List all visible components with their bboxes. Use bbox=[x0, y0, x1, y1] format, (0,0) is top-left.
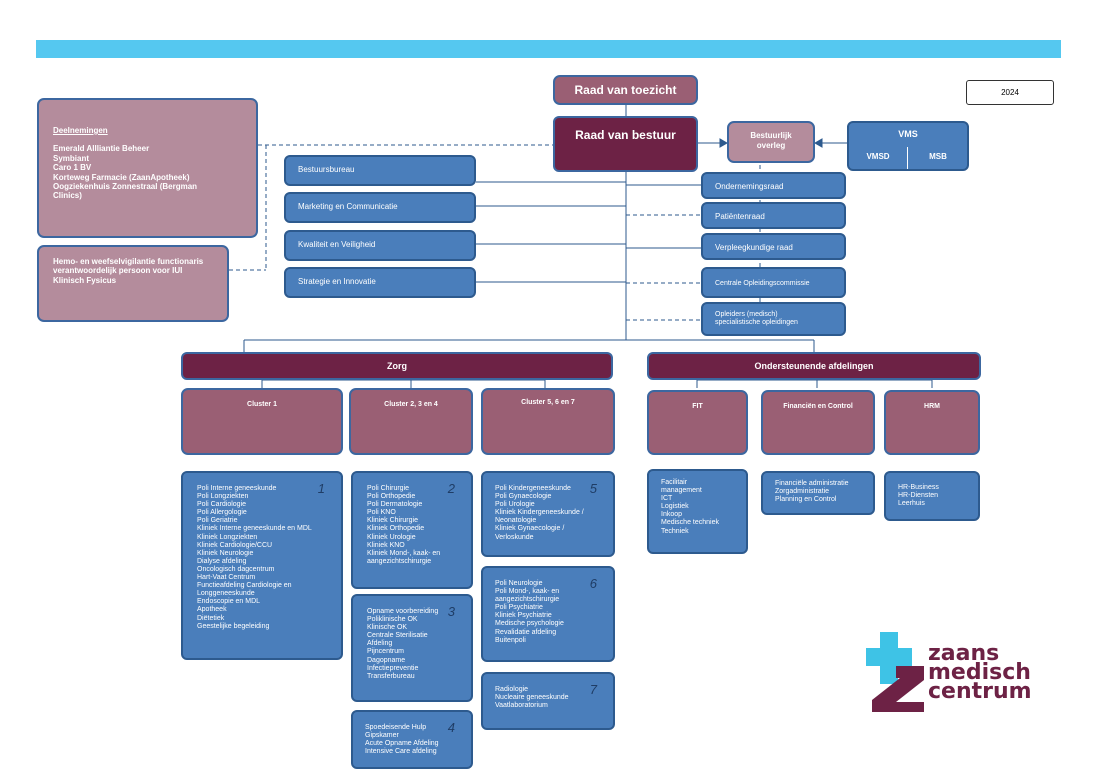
zaans-medisch-centrum-logo: zaans medisch centrum bbox=[866, 632, 1046, 712]
unit-4-number: 4 bbox=[447, 720, 455, 735]
verpleegkundige-raad-box: Verpleegkundige raad bbox=[701, 233, 846, 260]
hrm-cluster-box: HRM bbox=[884, 390, 980, 455]
cluster-2-3-4-box: Cluster 2, 3 en 4 bbox=[349, 388, 473, 455]
unit-5-number: 5 bbox=[589, 481, 597, 496]
vms-label: VMS bbox=[898, 129, 918, 139]
centrale-opleidingscommissie-box: Centrale Opleidingscommissie bbox=[701, 267, 846, 298]
vmsd-label: VMSD bbox=[866, 152, 890, 161]
unit-2-box: 2 Poli Chirurgie Poli Orthopedie Poli De… bbox=[351, 471, 473, 589]
year-label: 2024 bbox=[966, 80, 1054, 105]
unit-1-list: Poli Interne geneeskunde Poli Longziekte… bbox=[197, 485, 312, 630]
ondersteunende-afdelingen-division: Ondersteunende afdelingen bbox=[647, 352, 981, 380]
strategie-box: Strategie en Innovatie bbox=[284, 267, 476, 298]
unit-3-number: 3 bbox=[447, 604, 455, 619]
unit-1-box: 1 Poli Interne geneeskunde Poli Longziek… bbox=[181, 471, 343, 660]
unit-3-box: 3 Opname voorbereiding Poliklinische OK … bbox=[351, 594, 473, 702]
fit-unit-list: Facilitair management ICT Logistiek Inko… bbox=[661, 479, 719, 535]
unit-7-box: 7 Radiologie Nucleaire geneeskunde Vaatl… bbox=[481, 672, 615, 730]
unit-6-number: 6 bbox=[589, 576, 597, 591]
financien-unit-box: Financiële administratie Zorgadministrat… bbox=[761, 471, 875, 515]
vms-box: VMS VMSD MSB bbox=[847, 121, 969, 171]
unit-6-list: Poli Neurologie Poli Mond-, kaak- en aan… bbox=[495, 580, 564, 644]
hrm-unit-box: HR-Business HR-Diensten Leerhuis bbox=[884, 471, 980, 521]
unit-6-box: 6 Poli Neurologie Poli Mond-, kaak- en a… bbox=[481, 566, 615, 662]
unit-4-list: Spoedeisende Hulp Gipskamer Acute Opname… bbox=[365, 724, 439, 756]
deelnemingen-box: Deelnemingen Emerald Allliantie Beheer S… bbox=[37, 98, 258, 238]
zorg-division: Zorg bbox=[181, 352, 613, 380]
bestuurlijk-overleg-box: Bestuurlijk overleg bbox=[727, 121, 815, 163]
unit-2-list: Poli Chirurgie Poli Orthopedie Poli Derm… bbox=[367, 485, 441, 565]
financien-control-cluster-box: Financiën en Control bbox=[761, 390, 875, 455]
logo-mark-icon bbox=[866, 632, 924, 712]
unit-7-list: Radiologie Nucleaire geneeskunde Vaatlab… bbox=[495, 686, 569, 710]
unit-5-list: Poli Kindergeneeskunde Poli Gynaecologie… bbox=[495, 485, 584, 541]
deelnemingen-title: Deelnemingen bbox=[53, 126, 108, 135]
kwaliteit-box: Kwaliteit en Veiligheid bbox=[284, 230, 476, 261]
hrm-unit-list: HR-Business HR-Diensten Leerhuis bbox=[898, 484, 939, 508]
header-accent-bar bbox=[36, 40, 1061, 58]
unit-5-box: 5 Poli Kindergeneeskunde Poli Gynaecolog… bbox=[481, 471, 615, 557]
logo-line-3: centrum bbox=[928, 679, 1032, 704]
opleiders-box: Opleiders (medisch) specialistische ople… bbox=[701, 302, 846, 336]
msb-label: MSB bbox=[929, 152, 947, 161]
unit-2-number: 2 bbox=[447, 481, 455, 496]
logo-line-1: zaans bbox=[928, 641, 1000, 666]
raad-van-toezicht-box: Raad van toezicht bbox=[553, 75, 698, 105]
logo-line-2: medisch bbox=[928, 660, 1031, 685]
financien-unit-list: Financiële administratie Zorgadministrat… bbox=[775, 480, 849, 504]
ondernemingsraad-box: Ondernemingsraad bbox=[701, 172, 846, 199]
bestuursbureau-box: Bestuursbureau bbox=[284, 155, 476, 186]
raad-van-bestuur-box: Raad van bestuur bbox=[553, 116, 698, 172]
unit-3-list: Opname voorbereiding Poliklinische OK Kl… bbox=[367, 608, 439, 680]
fit-cluster-box: FIT bbox=[647, 390, 748, 455]
vms-divider bbox=[907, 147, 908, 169]
cluster-1-box: Cluster 1 bbox=[181, 388, 343, 455]
fit-unit-box: Facilitair management ICT Logistiek Inko… bbox=[647, 469, 748, 554]
deelnemingen-list: Emerald Allliantie Beheer Symbiant Caro … bbox=[53, 144, 198, 201]
cluster-5-6-7-box: Cluster 5, 6 en 7 bbox=[481, 388, 615, 455]
hemo-text: Hemo- en weefselvigilantie functionaris … bbox=[53, 257, 204, 285]
unit-4-box: 4 Spoedeisende Hulp Gipskamer Acute Opna… bbox=[351, 710, 473, 769]
marketing-box: Marketing en Communicatie bbox=[284, 192, 476, 223]
unit-7-number: 7 bbox=[589, 682, 597, 697]
patientenraad-box: Patiëntenraad bbox=[701, 202, 846, 229]
hemo-box: Hemo- en weefselvigilantie functionaris … bbox=[37, 245, 229, 322]
unit-1-number: 1 bbox=[317, 481, 325, 496]
